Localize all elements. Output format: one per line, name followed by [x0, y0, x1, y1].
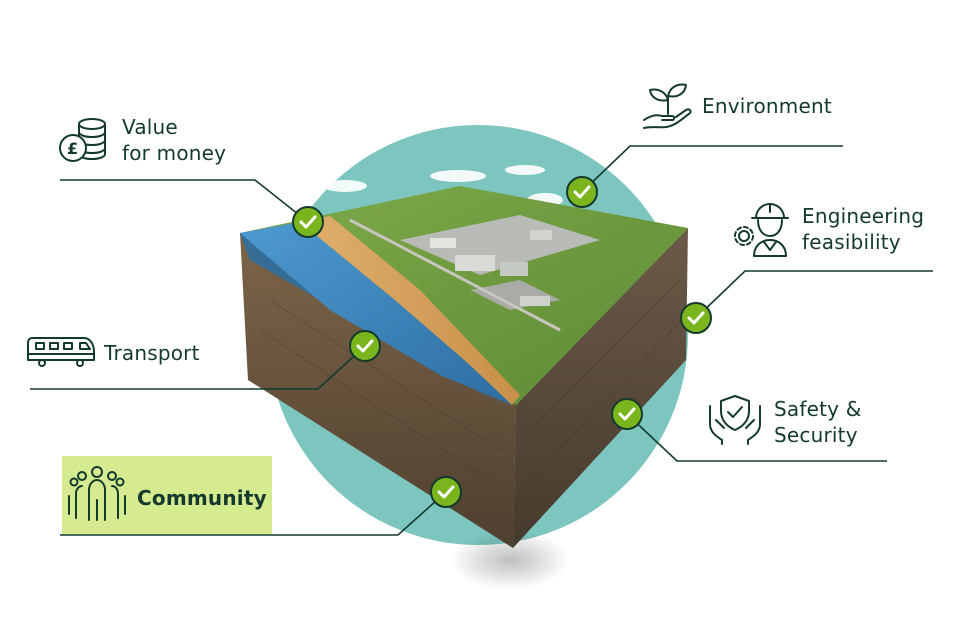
shield-hands-icon — [709, 395, 761, 445]
check-badge-engineering — [680, 302, 712, 334]
label-community: Community — [137, 485, 267, 511]
plant-hand-icon — [643, 83, 692, 129]
block-shadow — [450, 530, 570, 590]
sea-top — [240, 222, 512, 405]
label-line: Security — [774, 423, 858, 447]
power-station-facility — [349, 215, 600, 332]
check-badge-safety — [611, 398, 643, 430]
label-transport: Transport — [104, 340, 200, 366]
connector-engineering — [695, 270, 933, 319]
label-value-for-money: Value for money — [122, 114, 226, 166]
label-environment: Environment — [702, 93, 832, 119]
label-line: Transport — [104, 341, 200, 365]
svg-text:£: £ — [67, 139, 78, 158]
connector-lines — [30, 145, 933, 536]
label-line: Community — [137, 486, 267, 510]
connector-safety — [626, 413, 887, 462]
label-line: Safety & — [774, 397, 862, 421]
label-engineering-feasibility: Engineering feasibility — [802, 203, 924, 255]
connector-community — [60, 491, 447, 536]
soil-texture — [259, 279, 683, 491]
label-safety-security: Safety & Security — [774, 396, 862, 448]
pound-coins-icon: £ — [59, 118, 106, 162]
train-icon — [27, 337, 95, 367]
connector-value — [60, 179, 309, 223]
check-badge-transport — [349, 330, 381, 362]
soil-right-face — [513, 228, 688, 548]
engineer-gear-icon — [734, 203, 789, 257]
beach — [300, 216, 520, 405]
check-badge-environment — [566, 176, 598, 208]
people-group-icon — [68, 466, 126, 521]
label-line: Environment — [702, 94, 832, 118]
label-line: Engineering — [802, 204, 925, 228]
clouds — [323, 165, 563, 207]
soil-left-face — [240, 233, 516, 548]
check-badge-community — [430, 476, 462, 508]
label-line: Value — [122, 115, 178, 139]
label-line: for money — [122, 141, 227, 165]
check-badge-value — [292, 206, 324, 238]
check-badges — [292, 176, 712, 508]
connector-environment — [581, 145, 843, 193]
label-line: feasibility — [802, 230, 901, 254]
connector-transport — [30, 345, 366, 390]
